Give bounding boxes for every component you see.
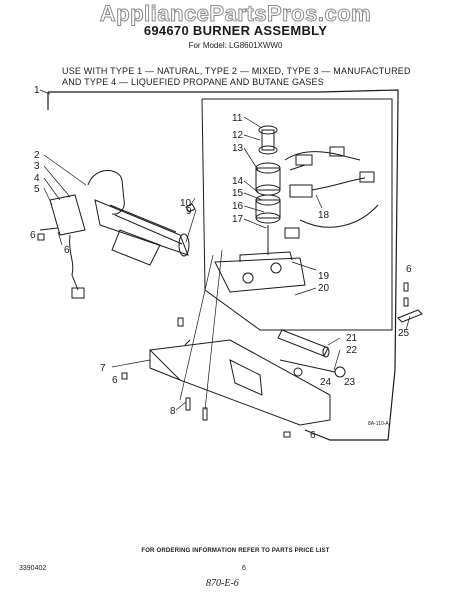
wire-harness — [284, 146, 379, 239]
callout-3: 3 — [34, 161, 40, 172]
callout-1: 1 — [34, 85, 40, 96]
page-title: 694670 BURNER ASSEMBLY — [143, 23, 328, 38]
callout-17: 17 — [232, 214, 244, 225]
callout-5: 5 — [34, 184, 40, 195]
callout-7: 7 — [100, 363, 106, 374]
usage-line-1: USE WITH TYPE 1 — NATURAL, TYPE 2 — MIXE… — [62, 66, 411, 76]
callout-8: 8 — [170, 406, 176, 417]
page-number: 6 — [242, 565, 246, 572]
igniter-parts — [277, 329, 346, 378]
ordering-note: FOR ORDERING INFORMATION REFER TO PARTS … — [141, 548, 330, 554]
callout-23: 23 — [344, 377, 356, 388]
usage-line-2: AND TYPE 4 — LIQUEFIED PROPANE AND BUTAN… — [62, 77, 324, 87]
detail-box — [201, 98, 393, 331]
screws — [37, 203, 423, 438]
callout-12: 12 — [232, 130, 244, 141]
callout-18: 18 — [318, 210, 330, 221]
callout-6e: 6 — [406, 264, 412, 275]
figure-code: 8A-110-A — [368, 421, 389, 427]
assembly-outline — [48, 89, 399, 441]
callout-11: 11 — [232, 113, 243, 124]
part-number: 3390402 — [19, 565, 47, 572]
callout-9: 9 — [186, 206, 192, 217]
callout-6b: 6 — [64, 245, 70, 256]
burner-tube — [87, 170, 190, 266]
left-bracket — [39, 194, 86, 299]
callout-15: 15 — [232, 188, 244, 199]
callout-2: 2 — [34, 150, 40, 161]
leader-lines — [39, 89, 411, 411]
callout-22: 22 — [346, 345, 358, 356]
handwritten-note: 870-E-6 — [206, 578, 239, 589]
callout-16: 16 — [232, 201, 244, 212]
callout-20: 20 — [318, 283, 330, 294]
callout-10: 10 — [180, 198, 192, 209]
callout-13: 13 — [232, 143, 244, 154]
callout-6a: 6 — [30, 230, 36, 241]
model-line: For Model: LG8601XWW0 — [188, 41, 283, 50]
base-plate — [148, 339, 331, 426]
callout-14: 14 — [232, 176, 244, 187]
callout-4: 4 — [34, 173, 40, 184]
callout-6c: 6 — [112, 375, 118, 386]
valve-coil-stack — [214, 125, 306, 293]
watermark: AppliancePartsPros.com — [99, 1, 372, 27]
callout-25: 25 — [398, 328, 410, 339]
callout-24: 24 — [320, 377, 332, 388]
callout-21: 21 — [346, 333, 358, 344]
callout-19: 19 — [318, 271, 330, 282]
callout-6d: 6 — [310, 430, 316, 441]
